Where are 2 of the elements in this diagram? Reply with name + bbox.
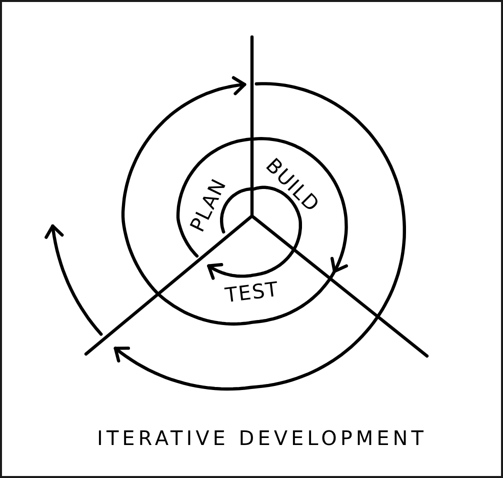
diagram-title: ITERATIVE DEVELOPMENT: [97, 426, 427, 450]
phase-label: TEST: [224, 278, 280, 306]
